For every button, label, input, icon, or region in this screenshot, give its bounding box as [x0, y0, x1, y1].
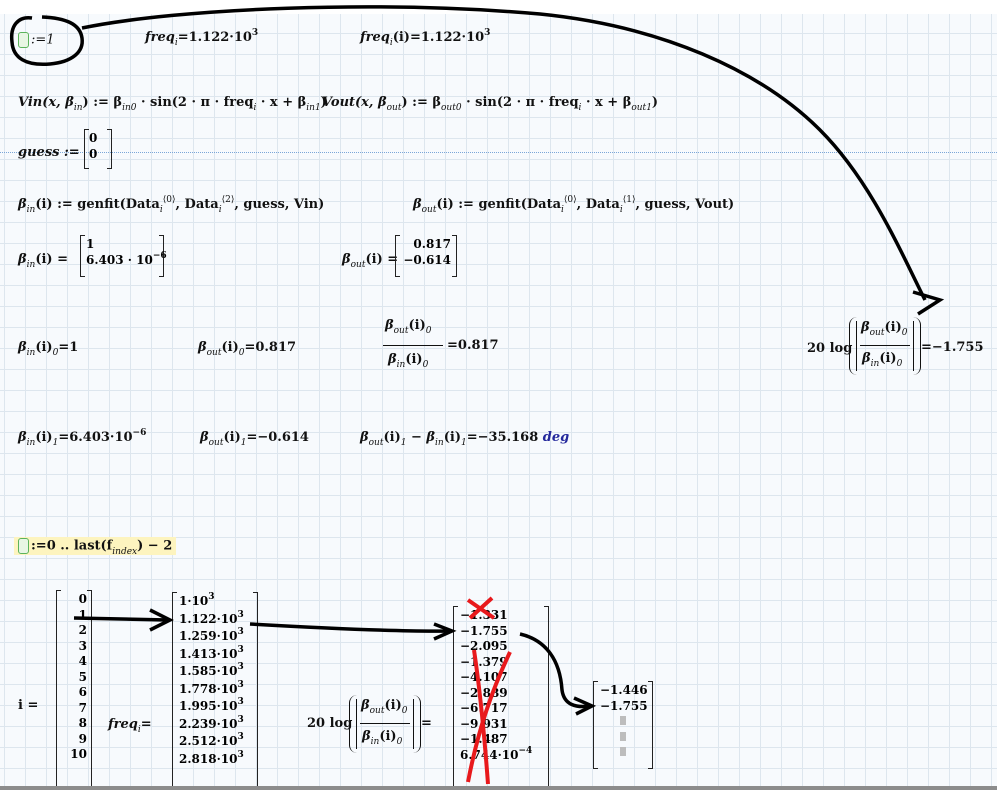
freq-evaluation[interactable]: freqi=1.122·103 [145, 28, 259, 48]
placeholder-box[interactable] [600, 745, 646, 761]
freq-value: 1·103 [179, 592, 215, 608]
freq-value: 1.413·103 [179, 644, 244, 661]
arrow-head-icon [912, 290, 945, 316]
freq-value: 1.259·103 [179, 627, 244, 643]
db-vector-new[interactable]: −1.446−1.755 [593, 681, 653, 769]
arrow-freq-to-db [249, 622, 451, 633]
db-value: −6.717 [460, 701, 508, 715]
placeholder-box[interactable] [600, 714, 646, 730]
vector-value: 1 [86, 237, 95, 251]
red-cross-line-2 [466, 651, 512, 783]
beta-out-1-eval[interactable]: βout(i)1=−0.614 [200, 430, 309, 448]
freq-value: 2.239·103 [179, 714, 244, 731]
db-denominator: βin(i)0 [862, 351, 903, 369]
new-db-value: −1.755 [600, 698, 648, 713]
freq-value: 1.585·103 [179, 662, 244, 678]
i-value: 9 [78, 731, 87, 746]
edit-cursor-icon [18, 538, 29, 554]
i-value: 0 [78, 592, 87, 606]
i-value: 5 [78, 669, 87, 684]
i-value: 7 [78, 700, 87, 715]
red-x-mark-icon [466, 596, 496, 620]
db-label: 20 log [807, 341, 853, 356]
freq-value: 1.778·103 [179, 679, 244, 696]
arrow-head-icon [149, 608, 174, 632]
ratio-denominator: βin(i)0 [388, 352, 429, 370]
vector-value: −0.614 [403, 252, 451, 267]
ratio-numerator: βout(i)0 [385, 318, 432, 336]
db-value: −2.095 [460, 639, 508, 653]
freq-eval-label: freqi= [108, 717, 152, 735]
vin-definition[interactable]: Vin(x, βin) := βin0 · sin(2 · π · freqi … [18, 95, 327, 113]
db-value: −1.379 [460, 654, 508, 669]
range-definition[interactable]: :=0 .. last(findex) − 2 [14, 537, 177, 557]
i-value: 2 [78, 623, 87, 637]
beta-in-1-eval[interactable]: βin(i)1=6.403·10−6 [18, 428, 147, 448]
i-value: 6 [78, 685, 87, 699]
i-value: 1 [78, 607, 87, 622]
beta-in-genfit[interactable]: βin(i) := genfit(Datai⟨0⟩, Datai⟨2⟩, gue… [18, 195, 325, 215]
freq-value: 2.818·103 [179, 749, 244, 766]
new-db-value: −1.446 [600, 683, 648, 697]
i-value: 3 [78, 638, 87, 653]
freq-function-evaluation[interactable]: freqi(i)=1.122·103 [360, 28, 491, 48]
abs-paren [849, 317, 921, 375]
arrow-db-to-new [519, 632, 591, 709]
beta-out-vector[interactable]: 0.817 −0.614 [395, 235, 457, 277]
db-vector-numerator: βout(i)0 [361, 698, 408, 716]
beta-in-vector-label[interactable]: βin(i) = [18, 252, 68, 270]
db-vector-label: 20 log [307, 716, 353, 731]
edit-cursor-icon [18, 32, 29, 48]
beta-out-genfit[interactable]: βout(i) := genfit(Datai⟨0⟩, Datai⟨1⟩, gu… [413, 195, 735, 215]
db-value: −1.755 [460, 623, 508, 638]
arrow-head-icon [573, 696, 597, 716]
freq-value: 2.512·103 [179, 732, 244, 748]
circle-around-i [9, 15, 84, 67]
fraction-bar [860, 345, 910, 346]
fraction-bar [383, 345, 443, 346]
abs-paren [349, 695, 421, 753]
phase-difference[interactable]: βout(i)1 − βin(i)1=−35.168 deg [360, 430, 570, 448]
freq-value: 1.122·103 [179, 609, 244, 626]
guess-definition[interactable]: guess := [18, 145, 80, 160]
beta-in-vector[interactable]: 1 6.403 · 10−6 [80, 235, 167, 277]
i-value: 4 [78, 654, 87, 668]
vector-value: 0.817 [413, 237, 451, 251]
unit-deg: deg [542, 430, 570, 445]
arrow-row1-to-freq [73, 616, 169, 622]
freq-value: 1.995·103 [179, 697, 244, 713]
i-value: 8 [78, 716, 87, 730]
i-eval-label: i = [18, 698, 39, 713]
fraction-bar [360, 723, 410, 724]
bottom-scrollbar[interactable] [0, 786, 997, 790]
guess-matrix[interactable]: 0 0 [84, 129, 112, 169]
abs-bars [356, 699, 414, 749]
i-definition[interactable]: :=1 [18, 32, 55, 48]
db-value[interactable]: =−1.755 [921, 340, 984, 355]
curved-arrow-to-db [81, 5, 927, 301]
beta-out-0-eval[interactable]: βout(i)0=0.817 [198, 340, 297, 358]
arrow-head-icon [433, 622, 457, 641]
vout-definition[interactable]: Vout(x, βout) := βout0 · sin(2 · π · fre… [322, 95, 659, 113]
db-vector-eq: = [421, 716, 432, 731]
placeholder-box[interactable] [600, 730, 646, 746]
i-value: 10 [70, 747, 87, 761]
beta-out-vector-label[interactable]: βout(i) = [342, 252, 399, 270]
ratio-value[interactable]: =0.817 [447, 338, 499, 353]
db-numerator: βout(i)0 [861, 320, 908, 338]
abs-bars [856, 321, 914, 371]
guess-value: 0 [89, 146, 98, 161]
beta-in-0-eval[interactable]: βin(i)0=1 [18, 340, 79, 358]
guess-value: 0 [89, 131, 98, 145]
page-break-line [0, 152, 997, 153]
red-cross-line-1 [472, 649, 490, 785]
db-vector-denominator: βin(i)0 [362, 729, 403, 747]
